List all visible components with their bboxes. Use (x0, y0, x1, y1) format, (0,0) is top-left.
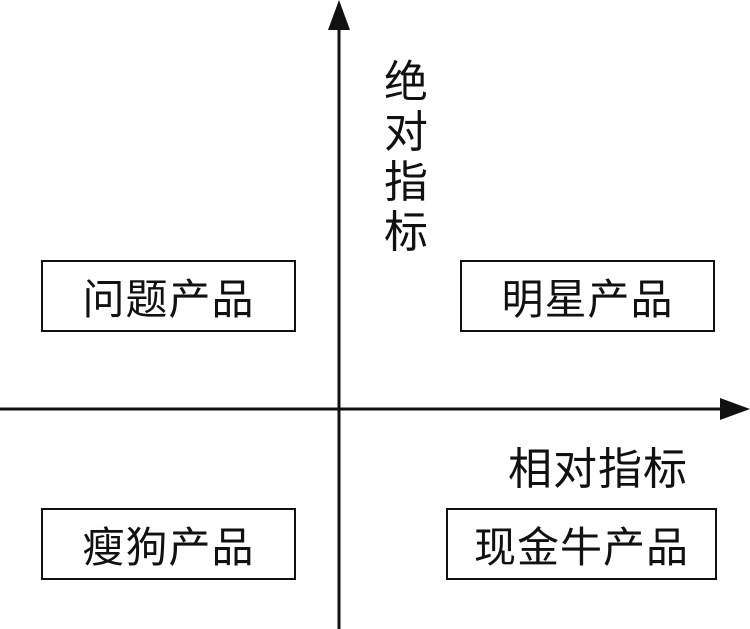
quadrant-box-problem-product: 问题产品 (41, 260, 296, 332)
vertical-axis-arrowhead (328, 0, 350, 30)
quadrant-box-star-product: 明星产品 (460, 260, 715, 332)
vertical-axis-label-char: 绝 (384, 57, 428, 108)
vertical-axis-label-char: 标 (384, 207, 428, 258)
vertical-axis-label-char: 指 (384, 157, 428, 208)
horizontal-axis-label: 相对指标 (508, 444, 688, 495)
vertical-axis-label-char: 对 (384, 107, 428, 158)
vertical-axis-label: 绝 对 指 标 (380, 58, 432, 258)
horizontal-axis-arrowhead (720, 398, 750, 420)
quadrant-box-dog-product: 瘦狗产品 (41, 508, 296, 580)
quadrant-box-cash-cow-product: 现金牛产品 (446, 508, 717, 580)
